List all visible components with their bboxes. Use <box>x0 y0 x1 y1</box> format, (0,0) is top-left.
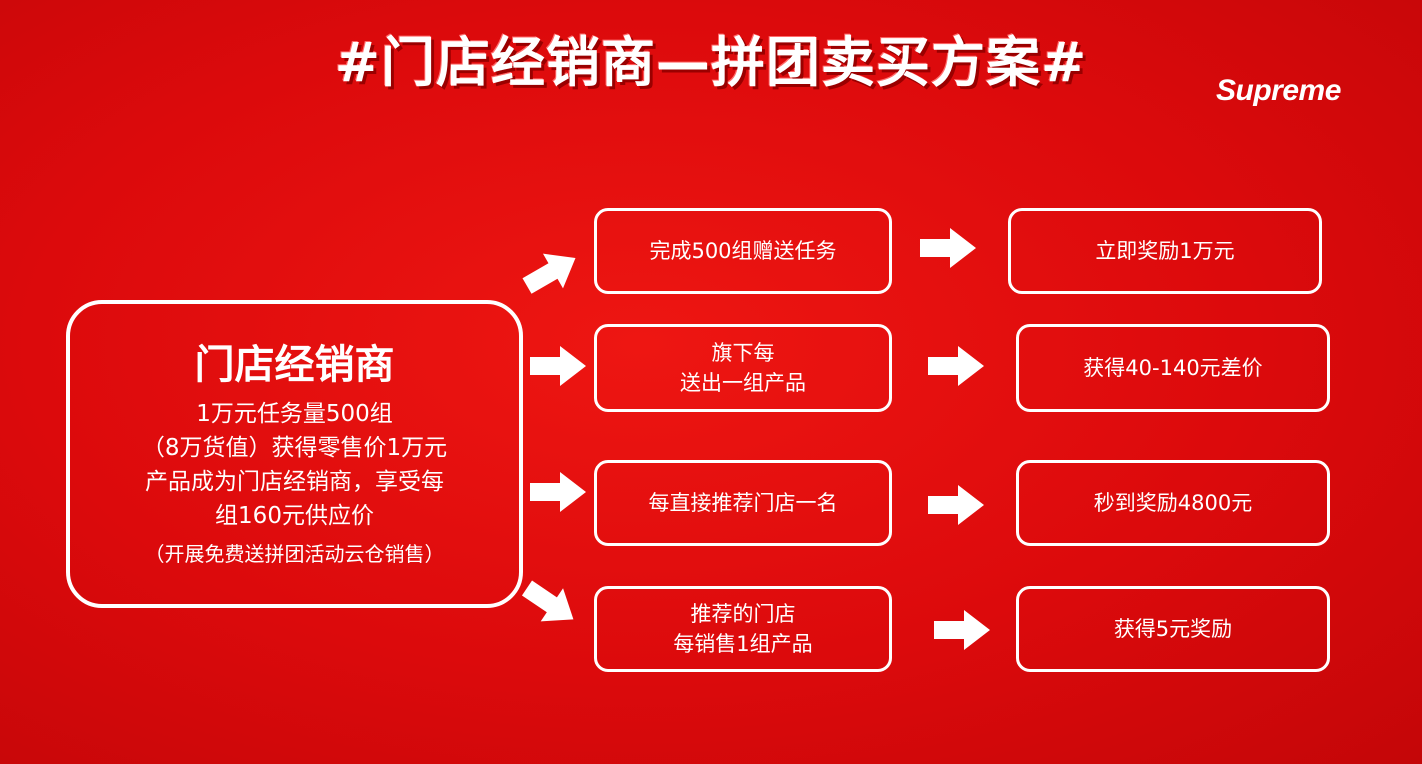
condition-box-4: 推荐的门店 每销售1组产品 <box>594 586 892 672</box>
arrow-right-icon <box>920 228 976 268</box>
reward-box-4: 获得5元奖励 <box>1016 586 1330 672</box>
brand-logo: Supreme <box>1216 74 1341 107</box>
main-box-line: 组160元供应价 <box>215 503 374 529</box>
reward-text: 立即奖励1万元 <box>1095 239 1235 263</box>
main-box-line: （8万货值）获得零售价1万元 <box>141 435 448 461</box>
reward-box-2: 获得40-140元差价 <box>1016 324 1330 412</box>
reward-box-1: 立即奖励1万元 <box>1008 208 1322 294</box>
main-box-heading: 门店经销商 <box>194 342 395 388</box>
main-box-note: （开展免费送拼团活动云仓销售） <box>144 542 445 566</box>
reward-text: 获得40-140元差价 <box>1083 356 1263 380</box>
condition-text: 送出一组产品 <box>680 371 806 395</box>
condition-text: 完成500组赠送任务 <box>649 239 837 263</box>
reward-box-3: 秒到奖励4800元 <box>1016 460 1330 546</box>
main-box-line: 产品成为门店经销商，享受每 <box>145 469 444 495</box>
condition-box-1: 完成500组赠送任务 <box>594 208 892 294</box>
arrow-right-icon <box>934 610 990 650</box>
condition-text: 每直接推荐门店一名 <box>648 491 838 515</box>
arrow-right-icon <box>530 472 586 512</box>
arrow-right-icon <box>530 346 586 386</box>
condition-box-3: 每直接推荐门店一名 <box>594 460 892 546</box>
main-dealer-box: 门店经销商 1万元任务量500组 （8万货值）获得零售价1万元 产品成为门店经销… <box>66 300 523 608</box>
condition-box-2: 旗下每 送出一组产品 <box>594 324 892 412</box>
reward-text: 秒到奖励4800元 <box>1093 491 1253 515</box>
arrow-right-icon <box>928 485 984 525</box>
arrow-right-icon <box>928 346 984 386</box>
arrow-up-right-icon <box>517 240 586 304</box>
condition-text: 旗下每 <box>711 341 775 365</box>
condition-text: 推荐的门店 <box>690 602 796 626</box>
condition-text: 每销售1组产品 <box>673 632 813 656</box>
page-title: #门店经销商—拼团卖买方案# <box>334 31 1088 94</box>
main-box-line: 1万元任务量500组 <box>196 401 393 427</box>
reward-text: 获得5元奖励 <box>1113 617 1233 641</box>
arrow-down-right-icon <box>515 571 585 636</box>
